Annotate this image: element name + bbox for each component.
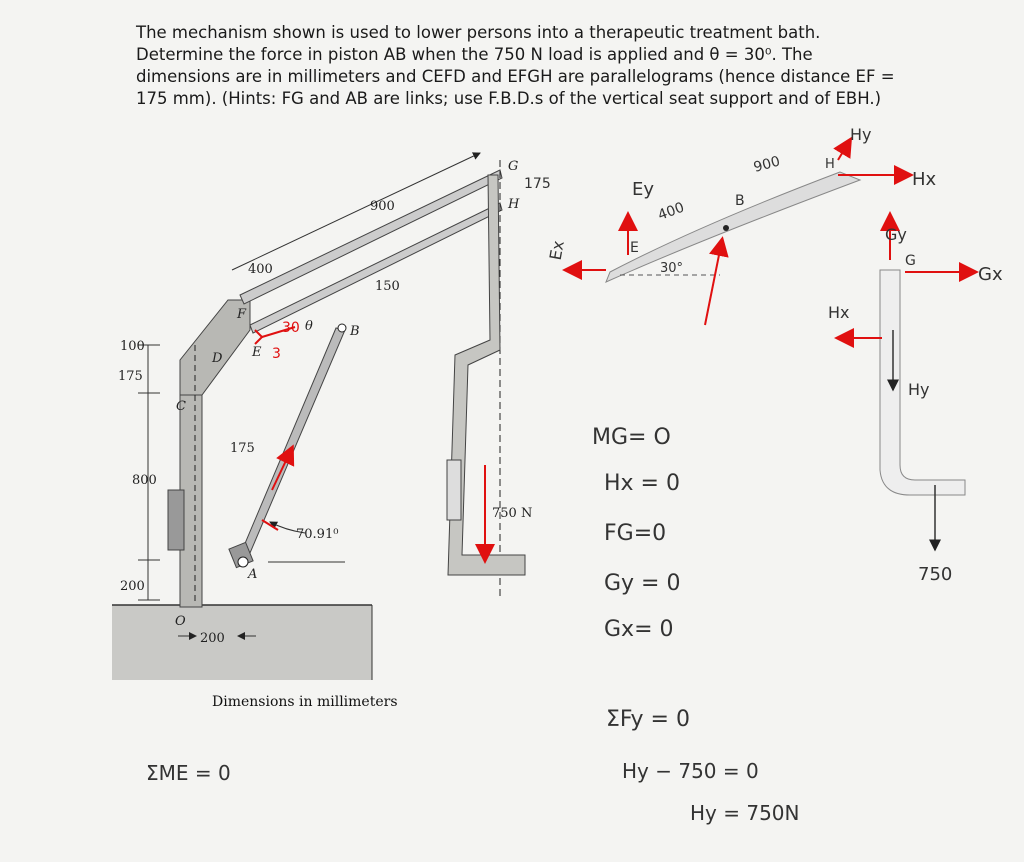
hw-400: 400	[656, 200, 687, 224]
label-f: F	[236, 307, 247, 322]
label-o: O	[175, 614, 186, 629]
hw-g: G	[905, 253, 916, 269]
problem-line-4: 175 mm). (Hints: FG and AB are links; us…	[136, 89, 882, 108]
vertical-post	[167, 299, 251, 608]
problem-statement: The mechanism shown is used to lower per…	[136, 22, 936, 110]
hw-eq-hx: Hx = 0	[604, 471, 680, 496]
hw-b: B	[735, 193, 745, 209]
ground	[112, 604, 373, 680]
hw-hx-left: Hx	[828, 303, 850, 322]
hw-gx: Gx	[978, 264, 1003, 285]
label-a: A	[247, 567, 257, 582]
dim-200a: 200	[120, 579, 145, 594]
hw-hy-top: Hy	[850, 125, 872, 144]
hw-ey: Ey	[632, 179, 654, 200]
boom-arms	[239, 160, 503, 600]
hw-eq2: Hy = 750N	[690, 801, 799, 825]
hw-theta-val: 30	[282, 320, 300, 336]
hw-hy-down: Hy	[908, 380, 930, 399]
label-e: E	[251, 345, 262, 360]
hw-sum-me: ΣME = 0	[146, 761, 231, 785]
label-c: C	[176, 399, 186, 414]
problem-line-1: The mechanism shown is used to lower per…	[136, 23, 821, 42]
handwritten-equations: MG= O Hx = 0 FG=0 Gy = 0 Gx= 0 ΣFy = 0 H…	[146, 425, 799, 825]
dim-800: 800	[132, 473, 157, 488]
label-b: B	[349, 324, 360, 339]
piston-ab	[228, 323, 347, 569]
seat-support	[446, 174, 526, 576]
dim-100: 100	[120, 339, 145, 354]
dim-200b: 200	[200, 631, 225, 646]
problem-line-2: Determine the force in piston AB when th…	[136, 45, 813, 64]
dim-400: 400	[248, 262, 273, 277]
hw-eq-fg: FG=0	[604, 521, 666, 546]
label-d: D	[211, 351, 223, 366]
hw-h: H	[825, 157, 835, 172]
dim-load: 750 N	[492, 506, 532, 521]
dim-175b: 175	[230, 441, 255, 456]
label-g: G	[508, 159, 518, 174]
hw-e-note: 3	[272, 346, 281, 362]
hw-175: 175	[524, 176, 551, 192]
fbd-seat-support: Gy G Gx Hx Hy 750	[828, 211, 1003, 585]
figure-red-marks: 30 3	[254, 320, 300, 531]
hw-gy: Gy	[885, 225, 907, 244]
hw-900: 900	[752, 153, 782, 175]
hw-eq1: Hy − 750 = 0	[622, 759, 759, 783]
dimension-lines	[138, 152, 481, 640]
hw-sum-fy: ΣFy = 0	[606, 707, 690, 732]
hw-750: 750	[918, 564, 952, 585]
dim-175a: 175	[118, 369, 143, 384]
hw-hx: Hx	[912, 169, 937, 190]
hw-e: E	[630, 240, 639, 256]
label-h: H	[507, 197, 520, 212]
point-labels: G H F E D C B A O θ	[175, 159, 520, 629]
hw-ex: Ex	[546, 239, 568, 262]
label-theta: θ	[305, 319, 313, 334]
hw-eq-mg: MG= O	[592, 425, 671, 450]
figure-caption: Dimensions in millimeters	[212, 694, 398, 710]
dimension-labels: 900 400 150 100 175 175 800 200 200 70.9…	[118, 199, 532, 646]
fbd-ebh: Ey Ex 400 B E 30° 900 H Hx Hy 175	[524, 125, 937, 326]
hw-eq-gy: Gy = 0	[604, 571, 680, 596]
dim-angle: 70.91⁰	[296, 527, 338, 542]
dim-150: 150	[375, 279, 400, 294]
problem-line-3: dimensions are in millimeters and CEFD a…	[136, 67, 895, 86]
hw-30deg: 30°	[660, 261, 683, 276]
hw-eq-gx: Gx= 0	[604, 617, 674, 642]
dim-900: 900	[370, 199, 395, 214]
